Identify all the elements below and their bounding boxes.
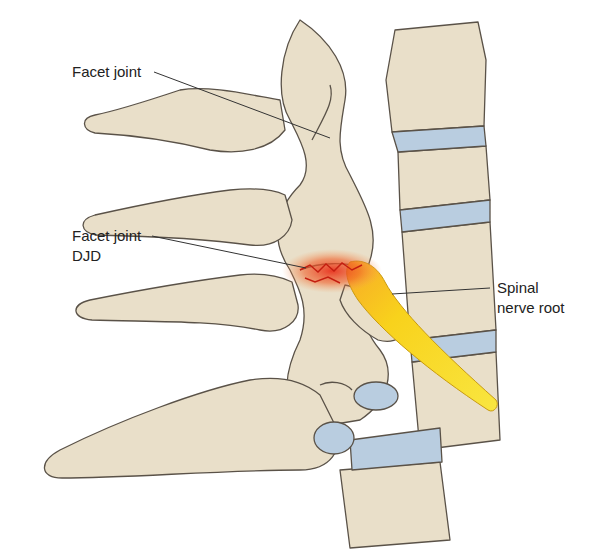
part-label: Facet joint DJD <box>72 226 152 266</box>
part-label: Facet joint <box>72 62 157 82</box>
part-label: Spinal nerve root <box>497 278 575 318</box>
label-holder: Facet joint <box>72 62 157 82</box>
label-holder: Facet joint DJD <box>72 226 152 266</box>
label-holder: Spinal nerve root <box>497 278 575 318</box>
